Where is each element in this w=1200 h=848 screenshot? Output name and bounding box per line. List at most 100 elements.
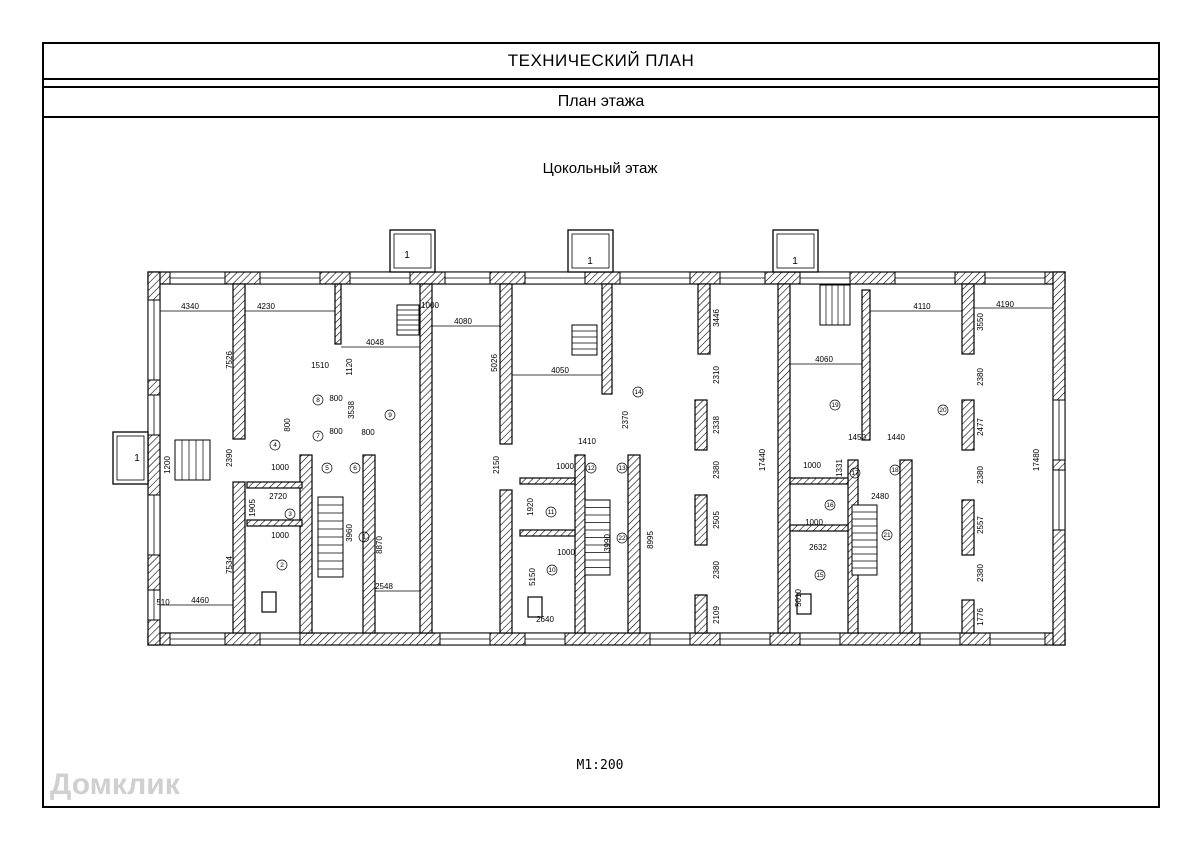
room-number-circle (384, 409, 396, 421)
wall (299, 454, 313, 634)
dimension-label: 1000 (271, 463, 289, 472)
dimension-label: 4050 (551, 366, 569, 375)
wall (694, 594, 708, 634)
entrance-label: 1 (134, 453, 140, 464)
dimension-label: 1000 (557, 548, 575, 557)
dimension-label: 2640 (536, 615, 554, 624)
entrance-porch (112, 431, 149, 485)
wall (789, 477, 849, 485)
dimension-label: 3538 (347, 401, 356, 419)
dimension-label: 1410 (578, 437, 596, 446)
room-number: 21 (883, 532, 891, 539)
entrance-porch (567, 229, 614, 273)
room-number: 16 (826, 502, 834, 509)
room-number-circle (616, 532, 628, 544)
dimension-label: 3446 (712, 309, 721, 327)
room-number: 7 (316, 433, 320, 440)
watermark-logo: Домклик (50, 768, 180, 801)
dimension-label: 5010 (794, 589, 803, 607)
dimension-label: 1120 (345, 358, 354, 376)
room-number: 22 (618, 535, 626, 542)
stair-flight (819, 284, 851, 326)
wall (419, 283, 433, 634)
dimension-label: 1440 (887, 433, 905, 442)
dimension-label: 4230 (257, 302, 275, 311)
dimension-label: 2338 (712, 416, 721, 434)
room-number-circle (312, 430, 324, 442)
dimension-label: 2380 (712, 561, 721, 579)
room-number: 14 (634, 389, 642, 396)
dimension-label: 2150 (492, 456, 501, 474)
wall (697, 283, 711, 355)
dimension-label: 8995 (646, 531, 655, 549)
wall (961, 499, 975, 556)
room-number-circle (276, 559, 288, 571)
floor-name: Цокольный этаж (542, 160, 658, 177)
dimension-label: 1200 (163, 456, 172, 474)
dimension-label: 1920 (526, 498, 535, 516)
dimension-label: 1450 (848, 433, 866, 442)
room-number-circle (824, 499, 836, 511)
dimension-label: 1510 (311, 361, 329, 370)
wall (694, 399, 708, 451)
porch-inner (393, 233, 432, 269)
equipment-box (796, 593, 812, 615)
room-number: 19 (831, 402, 839, 409)
room-number: 15 (816, 572, 824, 579)
wall (519, 477, 576, 485)
dimension-label: 1905 (248, 499, 257, 517)
page-title: ТЕХНИЧЕСКИЙ ПЛАН (42, 44, 1160, 80)
wall (961, 599, 975, 634)
wall (362, 454, 376, 634)
page-subtitle: План этажа (42, 86, 1160, 118)
dimension-label: 2480 (871, 492, 889, 501)
dimension-label: 4340 (181, 302, 199, 311)
wall (961, 283, 975, 355)
room-number: 11 (548, 509, 555, 516)
dimension-label: 1000 (556, 462, 574, 471)
entrance-label: 1 (792, 256, 798, 267)
dimension-label: 800 (361, 428, 375, 437)
room-number-circle (358, 531, 370, 543)
dimension-label: 510 (156, 598, 170, 607)
porch-inner (116, 435, 145, 481)
dimension-label: 4190 (996, 300, 1014, 309)
dimension-label: 1331 (835, 459, 844, 477)
wall (694, 494, 708, 546)
room-number: 4 (273, 442, 277, 449)
dimension-label: 800 (283, 418, 292, 432)
dimension-label: 4048 (366, 338, 384, 347)
dimension-label: 4110 (913, 302, 931, 311)
room-number: 20 (939, 407, 947, 414)
room-number-circle (881, 529, 893, 541)
room-number-circle (321, 462, 333, 474)
room-number-circle (585, 462, 597, 474)
dimension-label: 4460 (191, 596, 209, 605)
wall (861, 289, 871, 441)
dimension-label: 2505 (712, 511, 721, 529)
wall (232, 283, 246, 440)
wall (519, 529, 576, 537)
room-number: 3 (288, 511, 292, 518)
dimension-label: 7534 (225, 556, 234, 574)
dimension-label: 2109 (712, 606, 721, 624)
dimension-label: 2380 (712, 461, 721, 479)
wall (789, 524, 849, 532)
dimension-label: 3990 (603, 534, 612, 552)
dimension-label: 800 (329, 427, 343, 436)
stair-flight (174, 439, 211, 481)
room-number-circle (312, 394, 324, 406)
room-number-circle (349, 462, 361, 474)
dimension-label: 2380 (976, 466, 985, 484)
room-number: 8 (316, 397, 320, 404)
dimension-label: 1776 (976, 608, 985, 626)
room-number-circle (284, 508, 296, 520)
dimension-label: 1000 (803, 461, 821, 470)
dimension-label: 4060 (815, 355, 833, 364)
dimension-label: 8870 (375, 536, 384, 554)
scale-label: М1:200 (576, 758, 624, 773)
room-number: 18 (891, 467, 899, 474)
wall (627, 454, 641, 634)
room-number-circle (632, 386, 644, 398)
dimension-label: 3960 (345, 524, 354, 542)
